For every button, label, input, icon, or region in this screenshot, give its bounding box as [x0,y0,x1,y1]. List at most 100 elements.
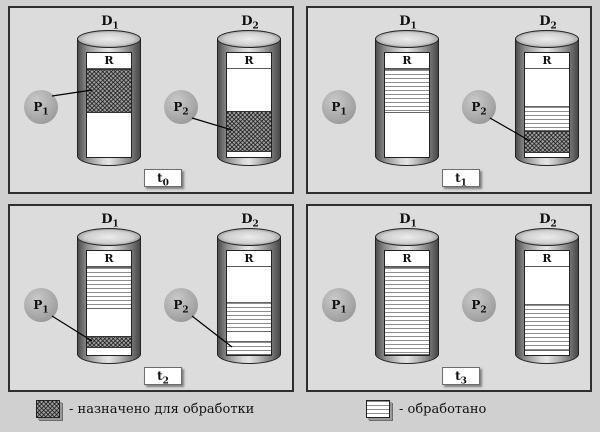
disk-label: D1 [77,14,143,32]
disk-cylinder: R [375,30,441,168]
disk-label: D2 [515,14,581,32]
process-label-subscript: 2 [182,305,189,316]
cylinder-top-ellipse [77,228,141,246]
process-badge: P1 [322,288,356,322]
region-segments [87,69,131,157]
disk-label: D2 [217,14,283,32]
process-label-subscript: 1 [42,107,49,118]
region-segments [385,267,429,355]
processed-pattern-swatch-icon [366,400,390,418]
region-label: R [227,251,271,267]
segment-processed [227,302,271,333]
time-label-subscript: 0 [162,178,169,189]
disk-label-text: D [399,14,411,29]
region-label: R [525,53,569,69]
disk-label: D1 [375,212,441,230]
time-label-subscript: 3 [460,376,467,387]
disk-group: D1 R P1 [320,212,452,372]
disk-label-text: D [101,212,113,227]
legend: - назначено для обработки - обработано [8,398,592,426]
timeline-panel: D2 R P2 D1 R P1 t1 [306,6,592,194]
process-label-text: P [173,298,183,312]
disk-label: D2 [515,212,581,230]
cylinder-top-ellipse [375,30,439,48]
disk-label-subscript: 2 [550,21,557,32]
disk-cylinder: R [217,228,283,366]
region-label: R [385,53,429,69]
region-segments [525,69,569,157]
process-badge: P2 [462,288,496,322]
region-segments [227,69,271,157]
cylinder-top-ellipse [217,228,281,246]
cylinder-top-ellipse [217,30,281,48]
disk-group: D2 R P2 [162,212,294,372]
segment-assigned [87,335,131,348]
disk-label-text: D [101,14,113,29]
disk-cylinder: R [375,228,441,366]
disk-cylinder: R [515,30,581,168]
segment-empty [87,309,131,336]
process-label-subscript: 2 [182,107,189,118]
process-label-text: P [33,298,43,312]
process-label-text: P [471,100,481,114]
region-segments [385,69,429,157]
disk-label-text: D [539,212,551,227]
legend-label-assigned: - назначено для обработки [69,401,255,417]
disk-label-subscript: 2 [550,219,557,230]
legend-label-processed: - обработано [399,401,487,417]
segment-processed [385,69,429,113]
process-badge: P2 [164,288,198,322]
process-label-subscript: 1 [42,305,49,316]
timeline-panel: D2 R P2 D1 R P1 t0 [8,6,294,194]
region-label: R [87,251,131,267]
process-label-text: P [33,100,43,114]
process-badge: P2 [164,90,198,124]
disk-label: D1 [375,14,441,32]
segment-empty [87,113,131,157]
disk-label-subscript: 1 [410,21,417,32]
disk-group: D2 R P2 [162,14,294,174]
disk-label-subscript: 1 [112,219,119,230]
disk-label: D2 [217,212,283,230]
cylinder-top-ellipse [375,228,439,246]
disk-region: R [524,250,570,356]
time-label-text: t [455,171,461,185]
segment-assigned [227,111,271,152]
cylinder-top-ellipse [515,30,579,48]
disk-group: D2 R P2 [460,212,592,372]
time-label-text: t [455,369,461,383]
segment-processed [525,105,569,131]
segment-empty [525,153,569,157]
process-label-text: P [173,100,183,114]
disk-region: R [226,250,272,356]
disk-label-text: D [241,14,253,29]
segment-processed [525,303,569,352]
segment-empty [227,69,271,112]
disk-region: R [384,52,430,158]
time-label: t3 [442,367,480,387]
segment-empty [525,69,569,106]
disk-label-text: D [399,212,411,227]
process-badge: P2 [462,90,496,124]
process-badge: P1 [322,90,356,124]
cylinder-top-ellipse [515,228,579,246]
assigned-pattern-swatch-icon [36,400,60,418]
segment-empty [385,113,429,157]
time-label: t2 [144,367,182,387]
segment-empty [227,267,271,303]
timeline-panel: D2 R P2 D1 R P1 t3 [306,204,592,392]
time-label-subscript: 2 [162,376,169,387]
segment-empty [525,351,569,355]
region-segments [227,267,271,355]
time-label-text: t [157,171,163,185]
legend-item-assigned: - назначено для обработки [36,400,254,418]
disk-label-text: D [539,14,551,29]
region-segments [525,267,569,355]
region-label: R [227,53,271,69]
disk-cylinder: R [77,228,143,366]
disk-region: R [86,250,132,356]
region-label: R [525,251,569,267]
process-badge: P1 [24,288,58,322]
disk-cylinder: R [217,30,283,168]
